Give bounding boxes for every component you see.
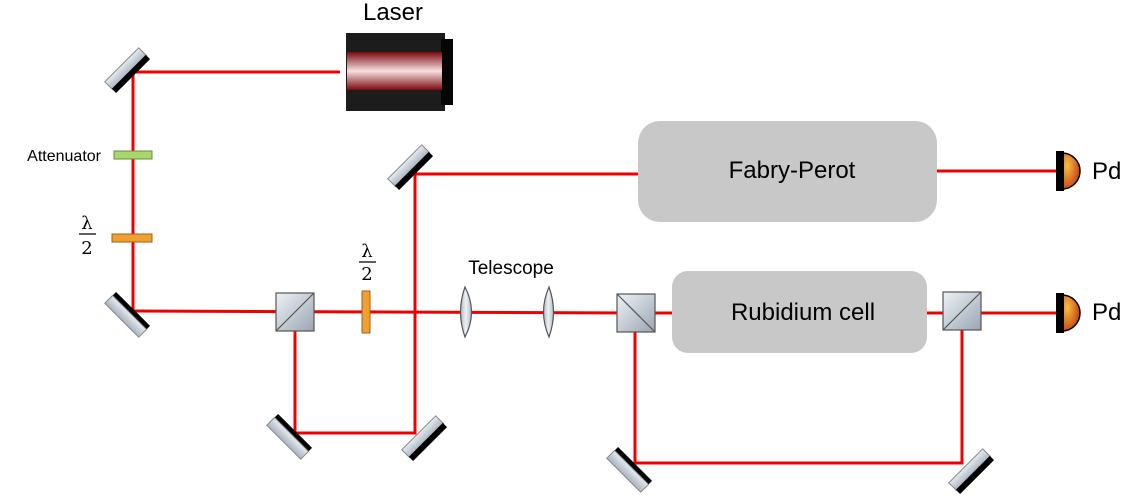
half-wave-middle-lambda: λ — [361, 241, 372, 262]
photodiode-upper: Pd — [1056, 151, 1121, 191]
beam-splitter-cube-3 — [942, 291, 982, 331]
photodiode-lower-base — [1056, 293, 1064, 333]
telescope-lens-2 — [542, 285, 555, 339]
attenuator: Attenuator — [27, 148, 153, 165]
beam-splitter-cube-1 — [275, 292, 315, 332]
fabry-perot-box — [638, 121, 937, 222]
mirror-reference-right — [948, 448, 995, 495]
fabry-perot-cavity: Fabry-Perot — [638, 121, 937, 222]
laser-source: Laser — [346, 0, 453, 111]
fabry-perot-label: Fabry-Perot — [729, 157, 856, 184]
photodiode-upper-dome — [1061, 152, 1081, 190]
half-wave-plate-left-plate — [111, 233, 153, 243]
mirror-lower-right — [401, 415, 448, 462]
photodiode-lower: Pd — [1056, 293, 1121, 333]
rubidium-cell-box — [672, 271, 927, 353]
telescope-lens-1 — [459, 285, 473, 339]
half-wave-middle-denominator: 2 — [361, 264, 372, 285]
beam-cube1-down-loop — [293, 172, 640, 435]
half-wave-plate-middle: λ 2 — [359, 241, 376, 334]
mirror-bottom-left — [104, 291, 151, 338]
mirror-lower-left — [266, 413, 313, 460]
laser-glow-window — [347, 52, 442, 90]
half-wave-left-denominator: 2 — [81, 238, 92, 259]
beam-main-horizontal — [132, 309, 636, 315]
rubidium-cell: Rubidium cell — [672, 271, 927, 353]
photodiode-upper-base — [1056, 151, 1064, 191]
mirror-upper-middle — [387, 144, 434, 191]
laser-end-cap — [441, 39, 453, 105]
mirror-reference-left — [606, 446, 653, 493]
mirror-top-left — [104, 47, 151, 94]
rubidium-cell-label: Rubidium cell — [731, 299, 875, 326]
attenuator-plate — [113, 150, 153, 160]
half-wave-left-lambda: λ — [81, 213, 92, 234]
beam-splitter-cube-2 — [616, 293, 656, 333]
half-wave-plate-middle-plate — [361, 290, 371, 334]
photodiode-lower-dome — [1061, 294, 1081, 332]
telescope-label: Telescope — [468, 258, 554, 279]
telescope: Telescope — [459, 258, 555, 339]
photodiode-upper-label: Pd — [1092, 158, 1121, 185]
attenuator-label: Attenuator — [27, 148, 102, 165]
laser-label: Laser — [363, 0, 423, 26]
photodiode-lower-label: Pd — [1092, 299, 1121, 326]
beam-reference-loop — [633, 313, 964, 465]
half-wave-plate-left: λ 2 — [79, 213, 153, 259]
